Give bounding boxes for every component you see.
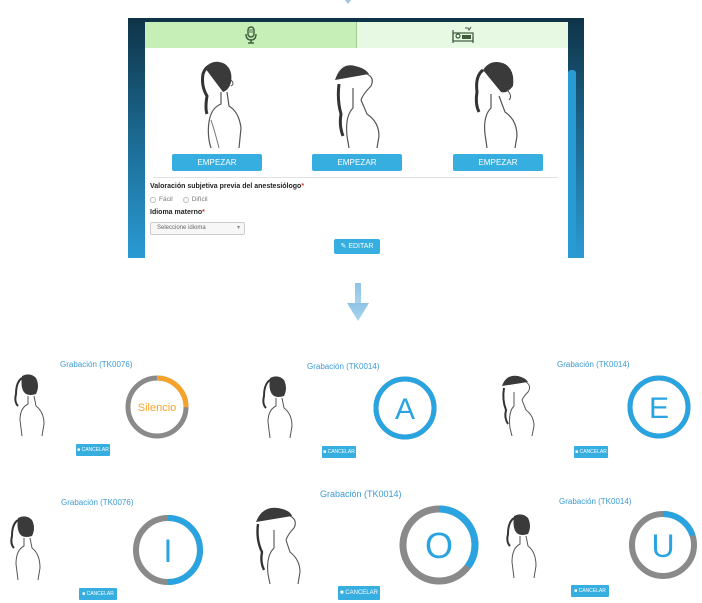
recording-title-1: Grabación (TK0076) — [60, 360, 133, 369]
cancel-button-3[interactable]: ■ CANCELAR — [574, 446, 608, 458]
chevron-down-icon: ▾ — [236, 225, 240, 231]
stop-icon: ■ — [575, 449, 579, 455]
recording-ring-5: O — [399, 505, 479, 585]
scrollbar[interactable] — [568, 70, 576, 256]
cancel-button-2[interactable]: ■ CANCELAR — [322, 446, 356, 458]
assessment-options: Fácil Difícil — [150, 196, 208, 203]
recording-title-2: Grabación (TK0014) — [307, 362, 380, 371]
required-mark: * — [301, 183, 305, 190]
language-select[interactable]: Seleccione idioma ▾ — [150, 222, 245, 235]
cancel-label: CANCELAR — [86, 591, 114, 597]
head-back-posture-figure — [256, 507, 301, 584]
neutral-posture-figure — [10, 516, 41, 580]
edit-icon: ✎ — [340, 243, 347, 250]
vowel-label-u: U — [651, 528, 674, 564]
pose-illustrations — [145, 56, 568, 148]
edit-button-label: EDITAR — [348, 243, 374, 250]
neutral-posture-figure — [201, 61, 242, 148]
language-label-text: Idioma materno — [150, 209, 203, 216]
language-label: Idioma materno* — [150, 209, 205, 216]
radio-hard-label: Difícil — [191, 196, 208, 203]
recording-ring-4: I — [133, 515, 203, 585]
vowel-label-i: I — [164, 533, 173, 569]
cancel-button-4[interactable]: ■ CANCELAR — [79, 588, 117, 600]
cancel-label: CANCELAR — [327, 449, 355, 455]
vowel-label-e: E — [649, 392, 669, 425]
recording-ring-3: E — [627, 375, 691, 439]
cancel-button-1[interactable]: ■ CANCELAR — [76, 444, 110, 456]
neutral-posture-figure — [506, 514, 537, 578]
cancel-button-6[interactable]: ■ CANCELAR — [571, 585, 609, 597]
start-recording-button-3[interactable]: EMPEZAR GRABACIÓN — [453, 154, 543, 184]
recording-ring-2: A — [373, 376, 437, 440]
down-arrow-icon — [347, 283, 369, 321]
radio-easy-label: Fácil — [159, 196, 173, 203]
microphone-icon — [244, 26, 257, 44]
recording-ring-6: U — [629, 511, 697, 579]
stop-icon: ■ — [574, 588, 578, 594]
radio-hard[interactable]: Difícil — [182, 196, 208, 203]
radio-circle-icon — [150, 196, 156, 203]
head-back-posture-figure — [502, 375, 535, 436]
patient-bed-icon — [451, 26, 474, 43]
radio-circle-icon — [182, 196, 189, 203]
tab-voice[interactable] — [145, 22, 356, 48]
stop-icon: ■ — [77, 447, 81, 453]
tab-patient[interactable] — [356, 22, 568, 48]
recording-title-3: Grabación (TK0014) — [557, 360, 630, 369]
head-back-posture-figure — [335, 65, 380, 148]
stop-icon: ■ — [82, 591, 86, 597]
top-arrow-icon — [345, 0, 351, 4]
assessment-label-text: Valoración subjetiva previa del anestesi… — [150, 183, 302, 190]
cancel-label: CANCELAR — [345, 590, 378, 596]
recording-title-6: Grabación (TK0014) — [559, 497, 632, 506]
recording-form-card: EMPEZAR GRABACIÓN EMPEZAR GRABACIÓN EMPE… — [145, 22, 568, 258]
stop-icon: ■ — [340, 590, 344, 596]
radio-easy[interactable]: Fácil — [150, 196, 173, 203]
recording-title-5: Grabación (TK0014) — [320, 489, 402, 499]
tab-bar — [145, 22, 568, 48]
start-recording-button-2[interactable]: EMPEZAR GRABACIÓN — [312, 154, 402, 184]
recording-ring-1: Silencio — [125, 375, 189, 439]
cancel-label: CANCELAR — [578, 588, 606, 594]
required-mark: * — [202, 209, 205, 216]
head-forward-posture-figure — [474, 62, 518, 148]
cancel-label: CANCELAR — [579, 449, 607, 455]
divider — [153, 177, 558, 178]
edit-button[interactable]: ✎ EDITAR — [334, 239, 380, 254]
assessment-label: Valoración subjetiva previa del anestesi… — [150, 183, 304, 190]
language-select-value: Seleccione idioma — [157, 225, 206, 231]
stop-icon: ■ — [323, 449, 327, 455]
vowel-label-a: A — [395, 393, 415, 426]
start-recording-button-1[interactable]: EMPEZAR GRABACIÓN — [172, 154, 262, 184]
cancel-button-5[interactable]: ■ CANCELAR — [338, 586, 380, 600]
neutral-posture-figure — [14, 374, 45, 436]
silence-label: Silencio — [138, 402, 177, 414]
vowel-label-o: O — [425, 525, 453, 566]
cancel-label: CANCELAR — [81, 447, 109, 453]
neutral-posture-figure — [262, 376, 293, 438]
recording-title-4: Grabación (TK0076) — [61, 498, 134, 507]
